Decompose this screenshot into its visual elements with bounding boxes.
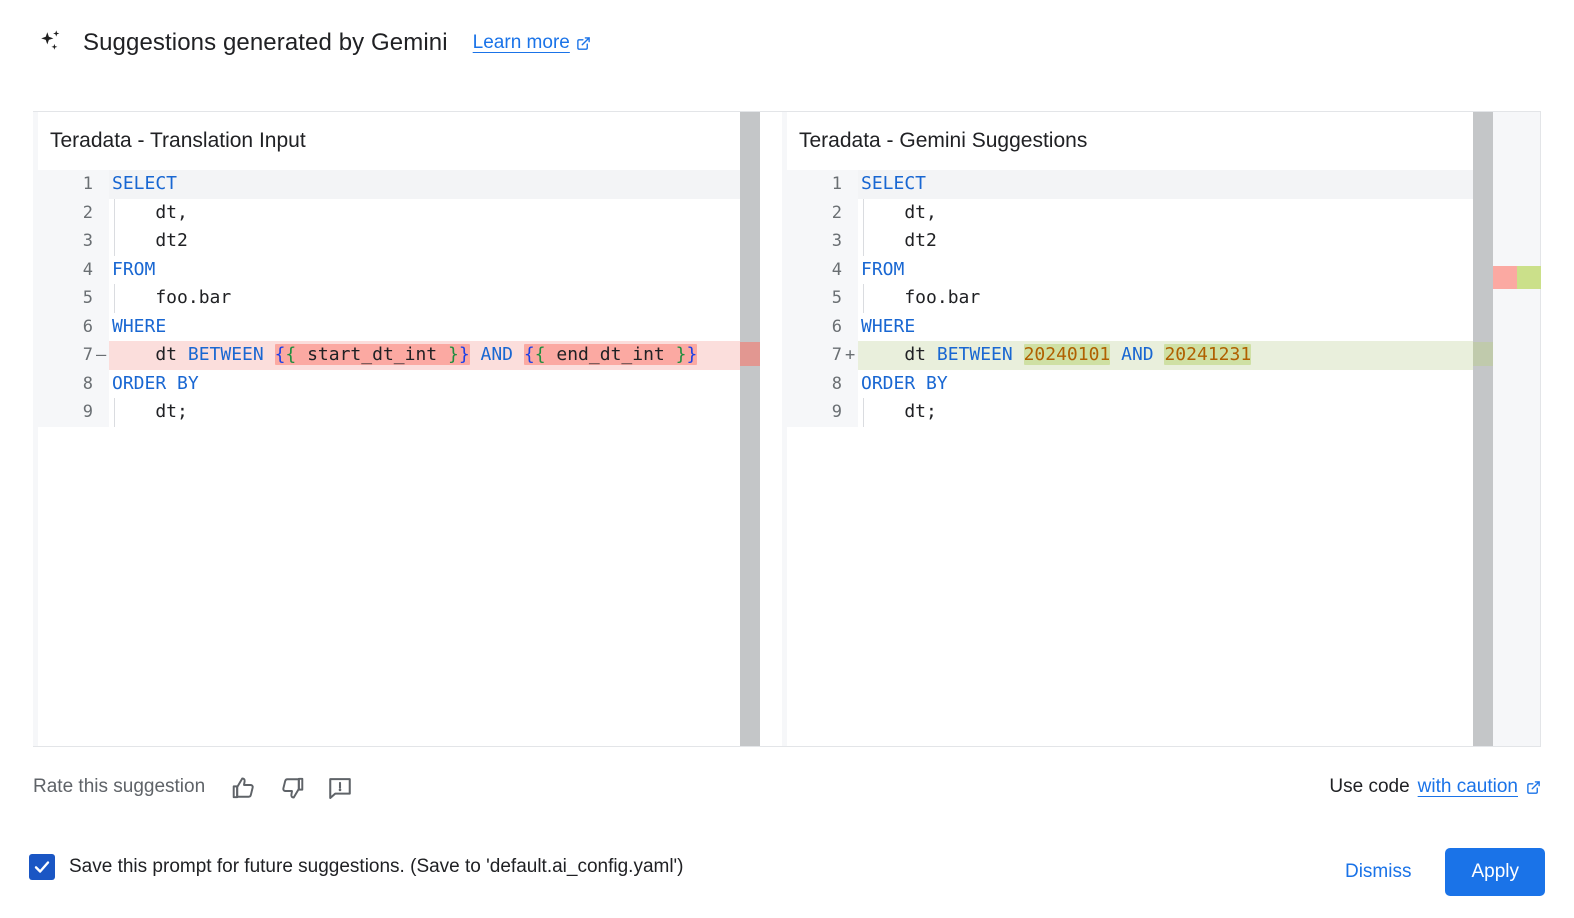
right-editor-scrollbar[interactable]: [1473, 112, 1493, 746]
line-number: 8: [787, 369, 858, 398]
code-line[interactable]: 4 FROM: [787, 255, 1473, 284]
footer-actions: Dismiss Apply: [1331, 848, 1545, 896]
code-line[interactable]: 6 WHERE: [787, 312, 1473, 341]
save-prompt-row: Save this prompt for future suggestions.…: [29, 854, 684, 880]
scrollbar-change-marker: [740, 342, 760, 366]
left-editor[interactable]: Teradata - Translation Input 1 SELECT 2 …: [38, 112, 740, 746]
line-number: 6: [38, 312, 109, 341]
with-caution-link[interactable]: with caution: [1417, 776, 1518, 797]
left-pane-edge: [33, 112, 38, 746]
apply-button[interactable]: Apply: [1445, 848, 1545, 896]
diff-viewer: Teradata - Translation Input 1 SELECT 2 …: [33, 111, 1541, 747]
scrollbar-thumb[interactable]: [1473, 112, 1493, 746]
rate-icon-group: [228, 772, 356, 804]
line-content: WHERE: [861, 315, 916, 337]
code-line[interactable]: 1 SELECT: [787, 170, 1473, 199]
line-content: dt,: [109, 198, 740, 227]
scrollbar-change-marker: [1473, 342, 1493, 366]
code-line[interactable]: 1 SELECT: [38, 170, 740, 199]
line-number: 7+: [787, 341, 858, 370]
line-content: WHERE: [112, 315, 167, 337]
line-number: 6: [787, 312, 858, 341]
line-content: foo.bar: [858, 284, 1473, 313]
left-code[interactable]: 1 SELECT 2 dt, 3 dt2 4 FROM: [38, 170, 740, 427]
diff-overview-ruler[interactable]: [1493, 112, 1541, 746]
rate-label: Rate this suggestion: [33, 776, 206, 797]
line-content: ORDER BY: [112, 372, 199, 394]
line-content: dt BETWEEN {{ start_dt_int }} AND {{ end…: [109, 341, 740, 370]
code-line[interactable]: 2 dt,: [787, 198, 1473, 227]
code-line[interactable]: 8 ORDER BY: [787, 369, 1473, 398]
code-line[interactable]: 2 dt,: [38, 198, 740, 227]
line-number: 4: [38, 255, 109, 284]
line-content: dt2: [858, 227, 1473, 256]
code-line-removed[interactable]: 7— dt BETWEEN {{ start_dt_int }} AND {{ …: [38, 341, 740, 370]
report-feedback-icon[interactable]: [324, 772, 356, 804]
code-line[interactable]: 9 dt;: [38, 398, 740, 427]
line-content: dt;: [858, 398, 1473, 427]
right-pane-edge: [782, 112, 787, 746]
code-line[interactable]: 5 foo.bar: [38, 284, 740, 313]
overview-marker-removed: [1493, 266, 1517, 289]
learn-more-label: Learn more: [472, 32, 570, 53]
overview-marker-added: [1517, 266, 1541, 289]
code-line[interactable]: 4 FROM: [38, 255, 740, 284]
diff-pane-left: Teradata - Translation Input 1 SELECT 2 …: [33, 112, 760, 746]
right-pane-title: Teradata - Gemini Suggestions: [787, 112, 1473, 170]
line-content: SELECT: [109, 170, 740, 199]
use-code-notice: Use code with caution: [1329, 776, 1541, 798]
code-line[interactable]: 3 dt2: [787, 227, 1473, 256]
page-title: Suggestions generated by Gemini: [83, 29, 448, 56]
dismiss-button[interactable]: Dismiss: [1331, 851, 1426, 893]
code-line[interactable]: 9 dt;: [787, 398, 1473, 427]
line-content: dt2: [109, 227, 740, 256]
rate-row: Rate this suggestion: [0, 766, 1574, 814]
code-line[interactable]: 8 ORDER BY: [38, 369, 740, 398]
dialog-header: Suggestions generated by Gemini Learn mo…: [33, 26, 591, 60]
save-prompt-checkbox[interactable]: [29, 854, 55, 880]
gemini-spark-icon: [33, 26, 83, 60]
external-link-icon: [1526, 780, 1541, 795]
thumb-up-icon[interactable]: [228, 772, 260, 804]
external-link-icon: [576, 36, 591, 51]
diff-pane-right: Teradata - Gemini Suggestions 1 SELECT 2…: [782, 112, 1541, 746]
line-content: ORDER BY: [861, 372, 948, 394]
dialog-footer: Save this prompt for future suggestions.…: [0, 840, 1574, 918]
line-number: 8: [38, 369, 109, 398]
use-code-prefix: Use code: [1329, 776, 1410, 797]
save-prompt-label: Save this prompt for future suggestions.…: [69, 856, 684, 877]
scrollbar-thumb[interactable]: [740, 112, 760, 746]
right-code[interactable]: 1 SELECT 2 dt, 3 dt2 4 FROM: [787, 170, 1473, 427]
line-content: FROM: [861, 258, 905, 280]
learn-more-link[interactable]: Learn more: [473, 32, 591, 54]
line-number: 7—: [38, 341, 109, 370]
line-content: dt;: [109, 398, 740, 427]
line-number: 1: [38, 170, 109, 199]
code-line[interactable]: 3 dt2: [38, 227, 740, 256]
line-number: 2: [38, 198, 109, 227]
left-pane-title: Teradata - Translation Input: [38, 112, 740, 170]
line-number: 3: [38, 227, 109, 256]
line-number: 5: [787, 284, 858, 313]
line-number: 9: [787, 398, 858, 427]
thumb-down-icon[interactable]: [276, 772, 308, 804]
code-line[interactable]: 5 foo.bar: [787, 284, 1473, 313]
line-number: 3: [787, 227, 858, 256]
code-line-added[interactable]: 7+ dt BETWEEN 20240101 AND 20241231: [787, 341, 1473, 370]
pane-separator: [760, 112, 782, 746]
line-number: 1: [787, 170, 858, 199]
left-editor-scrollbar[interactable]: [740, 112, 760, 746]
line-content: dt BETWEEN 20240101 AND 20241231: [858, 341, 1473, 370]
line-number: 9: [38, 398, 109, 427]
line-content: FROM: [112, 258, 156, 280]
line-number: 2: [787, 198, 858, 227]
code-line[interactable]: 6 WHERE: [38, 312, 740, 341]
line-content: dt,: [858, 198, 1473, 227]
line-number: 4: [787, 255, 858, 284]
line-number: 5: [38, 284, 109, 313]
line-content: foo.bar: [109, 284, 740, 313]
right-editor[interactable]: Teradata - Gemini Suggestions 1 SELECT 2…: [787, 112, 1473, 746]
line-content: SELECT: [858, 170, 1473, 199]
